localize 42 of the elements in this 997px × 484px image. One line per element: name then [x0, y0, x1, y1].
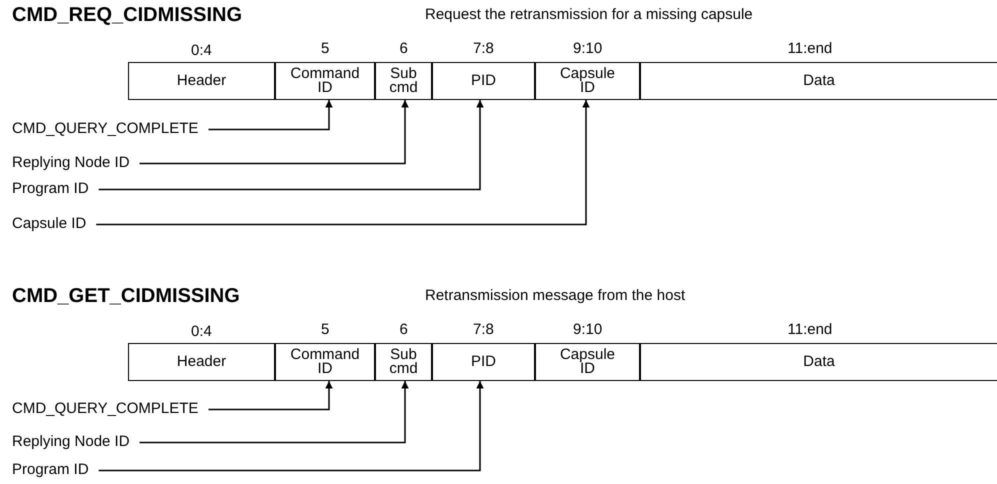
message-description: Retransmission message from the host	[425, 287, 686, 304]
byte-range-label: 5	[321, 321, 330, 338]
capsule-id-field: Capsule ID	[535, 62, 640, 100]
header-field: Header	[128, 343, 275, 381]
field-value-label: CMD_QUERY_COMPLETE	[12, 400, 198, 417]
byte-range-label: 9:10	[573, 321, 602, 338]
message-title: CMD_REQ_CIDMISSING	[12, 4, 242, 27]
byte-range-label: 11:end	[788, 40, 832, 57]
byte-range-label: 6	[400, 321, 408, 338]
field-value-label: Capsule ID	[12, 215, 86, 232]
message-title: CMD_GET_CIDMISSING	[12, 285, 240, 308]
leader-line	[208, 381, 333, 410]
data-field: Data	[640, 343, 997, 381]
message-description: Request the retransmission for a missing capsule	[425, 6, 753, 23]
command-id-field: Command ID	[275, 62, 375, 100]
byte-range-label: 0:4	[191, 42, 212, 59]
byte-range-label: 9:10	[573, 40, 602, 57]
field-value-label: CMD_QUERY_COMPLETE	[12, 120, 198, 137]
leader-line	[96, 100, 590, 226]
field-value-label: Program ID	[12, 461, 89, 478]
header-field: Header	[128, 62, 275, 100]
leader-line	[140, 100, 409, 164]
leader-line	[140, 381, 409, 444]
field-value-label: Program ID	[12, 180, 89, 197]
byte-range-label: 0:4	[191, 323, 212, 340]
field-value-label: Replying Node ID	[12, 433, 130, 450]
pid-field: PID	[432, 343, 535, 381]
sub-command-field: Sub cmd	[375, 62, 432, 100]
byte-range-label: 7:8	[473, 321, 494, 338]
byte-range-label: 5	[321, 40, 330, 57]
leader-line	[98, 381, 484, 472]
leader-line	[208, 100, 333, 130]
field-value-label: Replying Node ID	[12, 154, 130, 171]
data-field: Data	[640, 62, 997, 100]
capsule-id-field: Capsule ID	[535, 343, 640, 381]
sub-command-field: Sub cmd	[375, 343, 432, 381]
byte-range-label: 11:end	[788, 321, 832, 338]
byte-range-label: 7:8	[473, 40, 494, 57]
pid-field: PID	[432, 62, 535, 100]
byte-range-label: 6	[400, 40, 408, 57]
leader-line	[98, 100, 484, 190]
command-id-field: Command ID	[275, 343, 375, 381]
